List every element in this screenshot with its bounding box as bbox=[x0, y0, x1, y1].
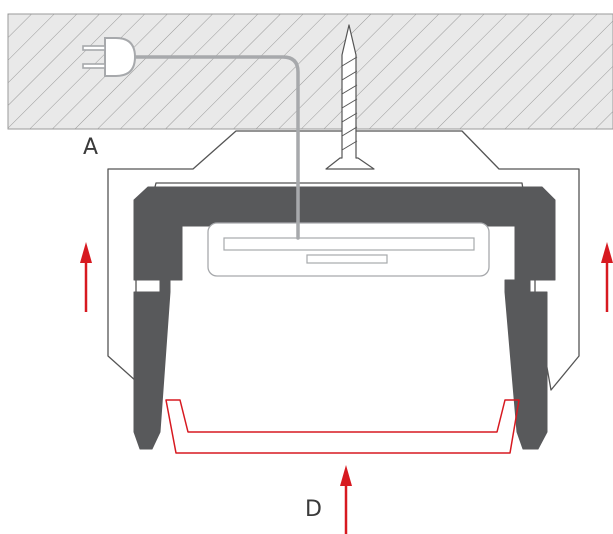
led-strip bbox=[207, 222, 490, 277]
ceiling bbox=[7, 13, 613, 130]
power-plug-icon bbox=[82, 37, 137, 77]
diffuser-label: D bbox=[305, 497, 322, 522]
power-cable bbox=[128, 55, 300, 240]
up-arrow-icon bbox=[601, 242, 613, 312]
screw-icon bbox=[325, 24, 375, 170]
ceiling-label: A bbox=[83, 135, 98, 160]
diffuser bbox=[165, 399, 520, 454]
up-arrow-icon bbox=[80, 242, 92, 312]
up-arrow-icon bbox=[340, 465, 352, 534]
aluminium-profile bbox=[133, 186, 556, 450]
